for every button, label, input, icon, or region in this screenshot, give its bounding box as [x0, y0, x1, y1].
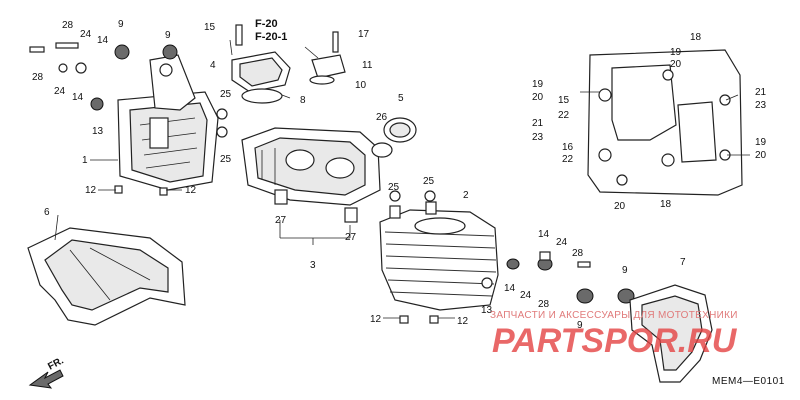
callout: 14	[72, 92, 84, 103]
callout: 24	[54, 86, 66, 97]
callout: 24	[520, 290, 532, 301]
callout: 25	[423, 176, 435, 187]
callout: 18	[690, 32, 702, 43]
callout: 10	[355, 80, 367, 91]
watermark-text: ЗАПЧАСТИ И АКСЕССУАРЫ ДЛЯ МОТОТЕХНИКИ	[490, 310, 738, 321]
part-side-cover-left	[27, 227, 186, 326]
callout: 12	[185, 185, 197, 196]
callout: 5	[398, 93, 404, 104]
watermark: ЗАПЧАСТИ И АКСЕССУАРЫ ДЛЯ МОТОТЕХНИКИ PA…	[490, 310, 738, 360]
callout: 16	[562, 142, 574, 153]
callout: 22	[562, 154, 574, 165]
callout: 19	[532, 79, 544, 90]
callout: 14	[504, 283, 516, 294]
direction-arrow: FR.	[28, 355, 66, 389]
ref-f201: F-20-1	[255, 31, 287, 43]
callout: 4	[210, 60, 216, 71]
callout: 28	[538, 299, 550, 310]
callout: 3	[310, 260, 316, 271]
callout: 25	[220, 89, 232, 100]
part-sensor-fitting	[309, 31, 346, 85]
callout: 27	[275, 215, 287, 226]
callout: 20	[614, 201, 626, 212]
callout: 25	[388, 182, 400, 193]
callout: 21	[755, 87, 767, 98]
callout: 6	[44, 207, 50, 218]
callout: 23	[755, 100, 767, 111]
callout: 13	[481, 305, 493, 316]
callout: 12	[370, 314, 382, 325]
callout: 9	[577, 320, 583, 331]
callout: 12	[457, 316, 469, 327]
callout: 28	[62, 20, 74, 31]
callout: 24	[556, 237, 568, 248]
callout: 23	[532, 132, 544, 143]
callout: 19	[670, 47, 682, 58]
callout: 11	[362, 60, 373, 71]
part-side-cover-right	[629, 284, 713, 383]
part-cylinder-head	[241, 127, 381, 223]
callout: 19	[755, 137, 767, 148]
watermark-brand: PARTSPOR.RU	[492, 322, 738, 360]
callout: 20	[755, 150, 767, 161]
callout: 20	[532, 92, 544, 103]
direction-label: FR.	[46, 355, 66, 372]
part-oil-seal	[371, 117, 417, 158]
part-small-fasteners	[29, 42, 635, 324]
callout: 14	[538, 229, 550, 240]
callout: 9	[165, 30, 171, 41]
callout: 15	[204, 22, 216, 33]
part-cylinder	[379, 201, 499, 311]
callout: 1	[82, 155, 88, 166]
callout: 12	[85, 185, 97, 196]
callout: 22	[558, 110, 570, 121]
callout: 20	[670, 59, 682, 70]
callout: 15	[558, 95, 570, 106]
callout: 28	[572, 248, 584, 259]
callout: 21	[532, 118, 544, 129]
callout-labels: 28 24 14 9 9 28 24 14 13 1 12 12 25 25 1…	[32, 18, 767, 331]
ref-f20: F-20	[255, 18, 278, 30]
callout: 28	[32, 72, 44, 83]
callout: 24	[80, 29, 92, 40]
callout: 9	[622, 265, 628, 276]
callout: 2	[463, 190, 469, 201]
part-breather-cover	[231, 24, 291, 104]
callout: 27	[345, 232, 357, 243]
callout: 18	[660, 199, 672, 210]
diagram-code: MEM4—E0101	[712, 376, 785, 387]
callout: 14	[97, 35, 109, 46]
callout: 25	[220, 154, 232, 165]
part-head-gasket	[587, 49, 743, 196]
callout: 7	[680, 257, 686, 268]
callout: 9	[118, 19, 124, 30]
callout: 13	[92, 126, 104, 137]
part-head-cover-left	[117, 54, 219, 191]
callout: 8	[300, 95, 306, 106]
callout: 17	[358, 29, 370, 40]
leader-lines	[54, 39, 750, 319]
callout: 26	[376, 112, 388, 123]
